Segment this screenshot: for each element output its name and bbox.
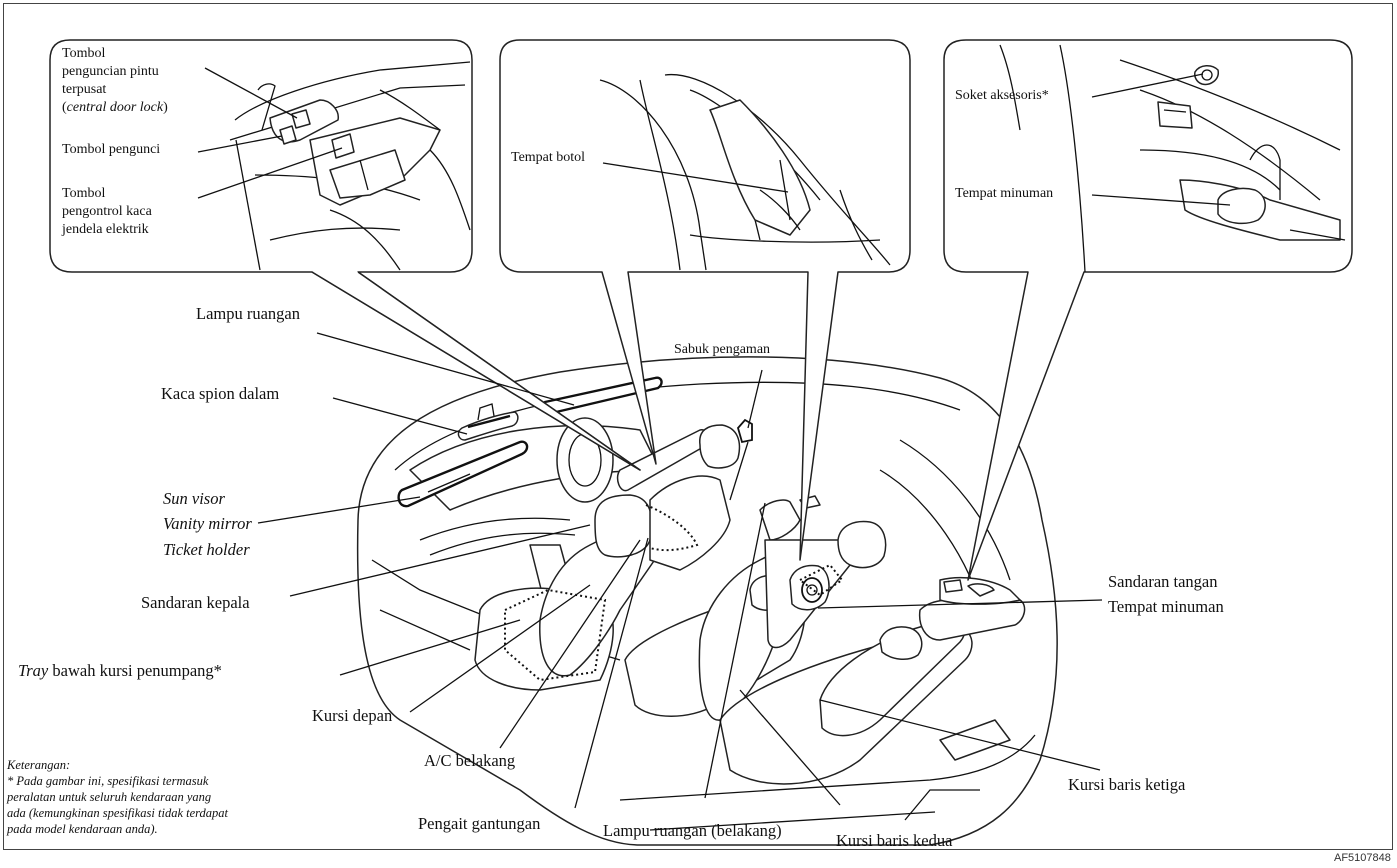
window-switch-label-line1: Tombol	[62, 186, 105, 202]
central-lock-label-line3: terpusat	[62, 82, 106, 98]
accessory-socket-label: Soket aksesoris*	[955, 88, 1049, 104]
window-switch-label-line2: pengontrol kaca	[62, 204, 152, 220]
headrest-label: Sandaran kepala	[141, 594, 250, 613]
ticket-holder-label: Ticket holder	[163, 541, 250, 560]
figure-code: AF5107848	[1334, 852, 1391, 865]
central-lock-label-line1: Tombol	[62, 46, 105, 62]
tray-italic: Tray	[18, 661, 48, 680]
inner-mirror-label: Kaca spion dalam	[161, 385, 279, 404]
note-title: Keterangan:	[7, 758, 70, 773]
note-line-2: peralatan untuk seluruh kendaraan yang	[7, 790, 211, 805]
hook-label: Pengait gantungan	[418, 815, 540, 834]
room-lamp-label: Lampu ruangan	[196, 305, 300, 324]
note-line-3: ada (kemungkinan spesifikasi tidak terda…	[7, 806, 228, 821]
third-row-seat-label: Kursi baris ketiga	[1068, 776, 1185, 795]
note-line-1: * Pada gambar ini, spesifikasi termasuk	[7, 774, 208, 789]
lock-switch-label: Tombol pengunci	[62, 142, 160, 158]
central-lock-label-line4: (central door lock)	[62, 100, 168, 116]
tray-rest: bawah kursi penumpang*	[48, 661, 222, 680]
tray-label: Tray bawah kursi penumpang*	[18, 662, 222, 681]
paren-close: )	[163, 100, 168, 115]
central-door-lock-italic: central door lock	[67, 100, 163, 115]
armrest-cup-holder-label: Tempat minuman	[1108, 598, 1224, 617]
rear-ac-label: A/C belakang	[424, 752, 515, 771]
armrest-label: Sandaran tangan	[1108, 573, 1218, 592]
rear-room-lamp-label: Lampu ruangan (belakang)	[603, 822, 782, 841]
cup-holder-label: Tempat minuman	[955, 186, 1053, 202]
front-seat-label: Kursi depan	[312, 707, 392, 726]
bottle-holder-label: Tempat botol	[511, 150, 585, 166]
vanity-mirror-label: Vanity mirror	[163, 515, 252, 534]
sun-visor-label: Sun visor	[163, 490, 225, 509]
central-lock-label-line2: penguncian pintu	[62, 64, 159, 80]
seat-belt-label: Sabuk pengaman	[674, 342, 770, 358]
note-line-4: pada model kendaraan anda).	[7, 822, 158, 837]
window-switch-label-line3: jendela elektrik	[62, 222, 149, 238]
second-row-seat-label: Kursi baris kedua	[836, 832, 952, 851]
